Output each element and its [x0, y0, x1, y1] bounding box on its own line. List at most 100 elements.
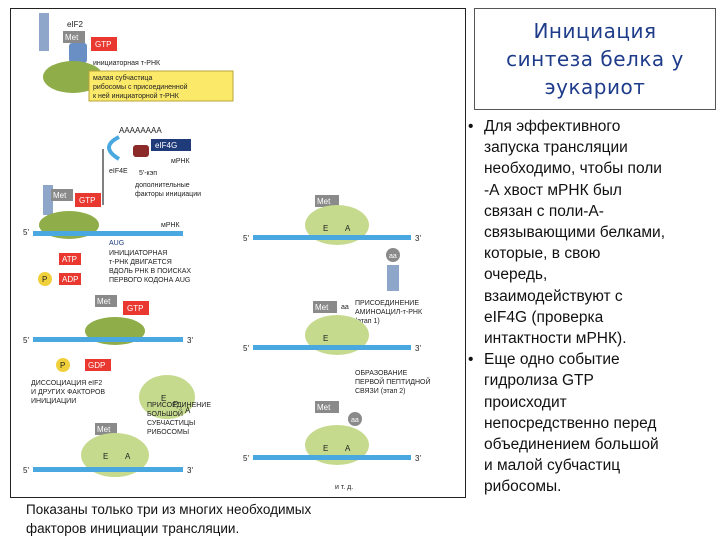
svg-text:ATP: ATP — [62, 255, 77, 264]
aa-badge-icon — [386, 248, 400, 262]
svg-text:5': 5' — [243, 344, 249, 353]
atp-tag-icon — [59, 253, 81, 265]
svg-text:aa: aa — [351, 417, 359, 424]
met-tag-icon — [315, 195, 339, 207]
svg-text:Met: Met — [315, 303, 329, 312]
translation-initiation-figure: eIF2 Met GTP инициаторная т-РНК малая су… — [10, 8, 466, 498]
svg-text:E: E — [323, 224, 328, 233]
svg-text:факторы инициации: факторы инициации — [135, 191, 201, 198]
svg-text:E: E — [323, 334, 328, 343]
cap-label: 5'-кэп — [139, 170, 157, 177]
ribosome-icon — [81, 433, 149, 477]
eif2-stem-icon — [39, 13, 49, 51]
svg-text:ДИССОЦИАЦИЯ eIF2: ДИССОЦИАЦИЯ eIF2 — [31, 380, 102, 387]
svg-text:5': 5' — [23, 228, 29, 237]
svg-text:5': 5' — [23, 336, 29, 345]
svg-text:дополнительные: дополнительные — [135, 182, 190, 189]
svg-text:АМИНОАЦИЛ-т-РНК: АМИНОАЦИЛ-т-РНК — [355, 309, 423, 316]
eif4g-block-icon — [151, 139, 191, 151]
svg-text:3': 3' — [187, 466, 193, 475]
eif4e-label: eIF4E — [109, 168, 128, 175]
met-tag-icon — [315, 401, 339, 413]
met-tag-icon — [95, 423, 117, 435]
aminoacyl-trna-icon — [387, 265, 399, 291]
aa-badge-icon — [348, 412, 362, 426]
gtp-tag-icon — [123, 301, 149, 315]
eif4e-block-icon — [133, 145, 149, 157]
met-tag-icon — [313, 301, 337, 313]
mrna-strand-icon — [33, 231, 183, 236]
mrna-label: мРНК — [171, 158, 191, 165]
svg-text:РИБОСОМЫ: РИБОСОМЫ — [147, 429, 189, 436]
gtp-tag-icon — [75, 193, 101, 207]
met-tag-icon — [63, 31, 85, 43]
eif2-label: eIF2 — [67, 20, 84, 29]
etc-label: и т. д. — [335, 484, 353, 491]
svg-text:P: P — [173, 400, 178, 409]
eif4g-label: eIF4G — [155, 141, 177, 150]
svg-text:Met: Met — [317, 403, 331, 412]
svg-text:ИНИЦИАЦИИ: ИНИЦИАЦИИ — [31, 398, 76, 405]
svg-text:5': 5' — [23, 466, 29, 475]
svg-text:ПЕРВОЙ ПЕПТИДНОЙ: ПЕРВОЙ ПЕПТИДНОЙ — [355, 377, 431, 386]
svg-text:P: P — [42, 275, 47, 284]
mrna-strand-icon — [253, 455, 411, 460]
mrna-strand-icon — [33, 337, 183, 342]
svg-text:E: E — [161, 394, 166, 403]
svg-text:3': 3' — [187, 336, 193, 345]
figure-illustration: eIF2 Met GTP инициаторная т-РНК малая су… — [23, 13, 431, 491]
svg-text:ADP: ADP — [62, 275, 78, 284]
svg-text:Met: Met — [317, 197, 331, 206]
svg-text:ОБРАЗОВАНИЕ: ОБРАЗОВАНИЕ — [355, 370, 408, 377]
trna-icon — [69, 43, 87, 63]
met-tag-icon — [95, 295, 117, 307]
svg-text:ПРИСОЕДИНЕНИЕ: ПРИСОЕДИНЕНИЕ — [355, 300, 419, 307]
gdp-tag-icon — [85, 359, 111, 371]
svg-text:3': 3' — [415, 344, 421, 353]
svg-text:И ДРУГИХ ФАКТОРОВ: И ДРУГИХ ФАКТОРОВ — [31, 389, 105, 396]
svg-text:СВЯЗИ (этап 2): СВЯЗИ (этап 2) — [355, 388, 405, 395]
bullet-item: Для эффективного запуска трансляции необ… — [462, 116, 716, 349]
svg-text:E: E — [103, 452, 108, 461]
svg-text:5': 5' — [243, 454, 249, 463]
bullet-item: Еще одно событие гидролиза GTP происходи… — [462, 349, 716, 497]
svg-text:т-РНК ДВИГАЕТСЯ: т-РНК ДВИГАЕТСЯ — [109, 259, 172, 266]
phosphate-icon — [56, 358, 70, 372]
slide-title: Инициация синтеза белка у эукариот — [506, 19, 684, 99]
mrna-strand-icon — [253, 345, 411, 350]
mrna-strand-icon — [33, 467, 183, 472]
svg-text:рибосомы с присоединенной: рибосомы с присоединенной — [93, 83, 188, 91]
svg-text:БОЛЬШОЙ: БОЛЬШОЙ — [147, 409, 183, 418]
initiator-trna-label: инициаторная т-РНК — [93, 60, 161, 67]
figure-caption: Показаны только три из многих необходимы… — [26, 502, 312, 536]
svg-text:ПРИСОЕДИНЕНИЕ: ПРИСОЕДИНЕНИЕ — [147, 402, 211, 409]
svg-text:3': 3' — [415, 454, 421, 463]
svg-text:A: A — [185, 406, 191, 415]
svg-text:ВДОЛЬ РНК В ПОИСКАХ: ВДОЛЬ РНК В ПОИСКАХ — [109, 268, 191, 275]
svg-text:мРНК: мРНК — [161, 222, 181, 229]
svg-text:ПЕРВОГО КОДОНА AUG: ПЕРВОГО КОДОНА AUG — [109, 277, 190, 284]
svg-text:3': 3' — [415, 234, 421, 243]
svg-text:СУБЧАСТИЦЫ: СУБЧАСТИЦЫ — [147, 420, 195, 427]
polya-label: AAAAAAAA — [119, 126, 162, 135]
aug-label: AUG — [109, 240, 124, 247]
svg-text:GDP: GDP — [88, 361, 105, 370]
svg-text:A: A — [345, 224, 351, 233]
gtp-tag-icon — [91, 37, 117, 51]
small-subunit-icon — [43, 61, 103, 93]
phosphate-icon — [38, 272, 52, 286]
small-subunit-note — [88, 70, 234, 102]
svg-text:5': 5' — [243, 234, 249, 243]
svg-text:aa: aa — [389, 253, 397, 260]
met-tag-icon — [51, 189, 73, 201]
mrna-strand-icon — [253, 235, 411, 240]
svg-text:P: P — [60, 361, 65, 370]
svg-text:GTP: GTP — [127, 304, 143, 313]
svg-text:A: A — [125, 452, 131, 461]
mrna-loop-icon — [107, 135, 121, 161]
svg-text:GTP: GTP — [95, 40, 111, 49]
svg-text:aa: aa — [341, 304, 349, 311]
svg-text:ИНИЦИАТОРНАЯ: ИНИЦИАТОРНАЯ — [109, 250, 167, 257]
svg-text:(этап 1): (этап 1) — [355, 318, 380, 325]
svg-text:малая субчастица: малая субчастица — [93, 74, 152, 82]
